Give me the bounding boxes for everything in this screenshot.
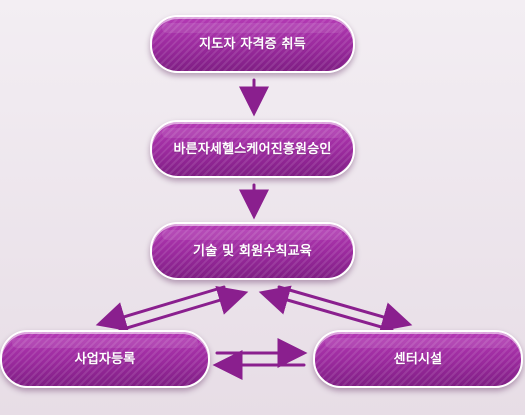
arrow-business-registration-to-training: [118, 285, 249, 332]
step-approval: 바른자세헬스케어진흥원승인: [150, 120, 355, 178]
step-business-registration: 사업자등록: [0, 330, 210, 388]
step-training-label: 기술 및 회원수칙교육: [193, 243, 312, 259]
step-license-label: 지도자 자격증 취득: [199, 36, 306, 52]
step-center-facility-label: 센터시설: [393, 351, 443, 367]
step-center-facility: 센터시설: [313, 330, 523, 388]
step-approval-label: 바른자세헬스케어진흥원승인: [173, 141, 332, 157]
step-license: 지도자 자격증 취득: [150, 15, 355, 73]
arrow-center-facility-to-training: [258, 285, 394, 332]
arrow-training-to-center-facility: [277, 285, 413, 332]
arrow-training-to-business-registration: [95, 285, 226, 332]
step-training: 기술 및 회원수칙교육: [150, 222, 355, 280]
step-business-registration-label: 사업자등록: [74, 351, 136, 367]
